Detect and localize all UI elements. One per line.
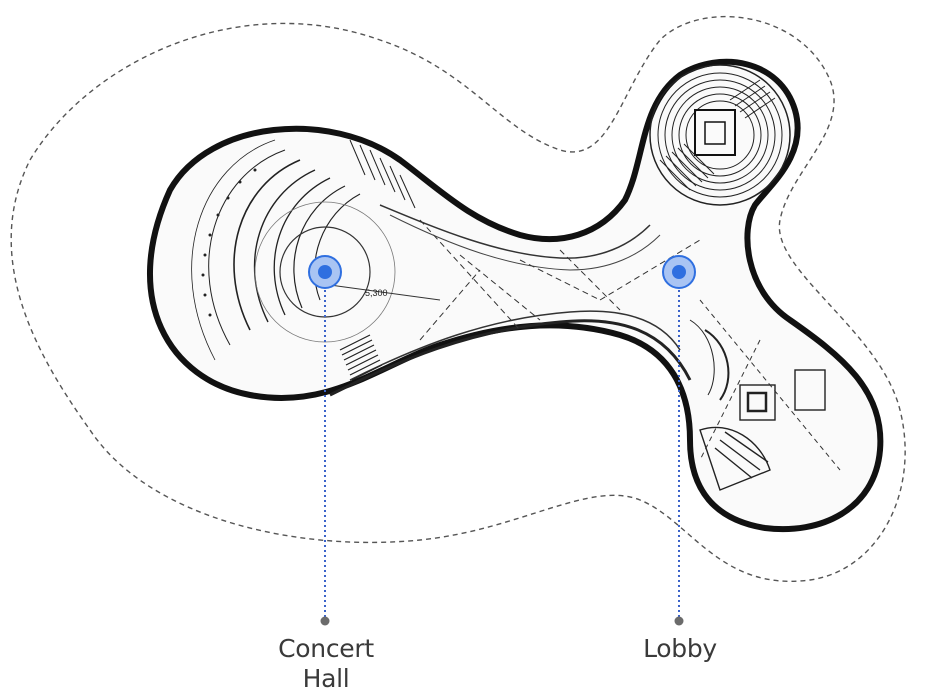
dimension-text: 5,300 xyxy=(365,288,388,298)
concert-hall-label-line2: Hall xyxy=(302,664,350,688)
concert-hall-label-line1: Concert xyxy=(278,634,374,663)
lobby-end-dot xyxy=(674,616,684,626)
corridor-curve xyxy=(329,319,692,397)
lower-right-rooms xyxy=(689,319,826,491)
dimension-line xyxy=(329,284,441,301)
lobby-label[interactable]: Lobby xyxy=(600,634,760,664)
concert-hall-seating xyxy=(191,139,361,361)
seating-ticks xyxy=(201,168,257,317)
stair-hatching-top xyxy=(349,139,416,209)
lower-right-dashed xyxy=(699,299,841,471)
concert-hall-marker-dot[interactable] xyxy=(318,265,332,279)
concert-hall-label[interactable]: Concert Hall xyxy=(246,634,406,688)
building-outline xyxy=(146,58,884,533)
tower-stair-hatching xyxy=(659,79,776,191)
site-boundary-outline xyxy=(10,15,906,583)
stair-hatching-left xyxy=(339,334,383,381)
concert-hall-end-dot xyxy=(320,616,330,626)
tower-core-inner xyxy=(704,121,726,145)
lobby-hotspot[interactable] xyxy=(662,255,696,626)
corridor-curve-upper xyxy=(379,204,651,259)
lobby-marker-dot[interactable] xyxy=(672,265,686,279)
concert-hall-hotspot[interactable] xyxy=(308,255,342,626)
lobby-tower-rings xyxy=(649,64,791,206)
structural-dashed-lines xyxy=(419,219,701,341)
corridor-curve-inner xyxy=(349,310,681,381)
tower-core xyxy=(694,109,736,156)
lobby-label-line1: Lobby xyxy=(643,634,717,663)
corridor-curve-upper-2 xyxy=(389,214,661,271)
